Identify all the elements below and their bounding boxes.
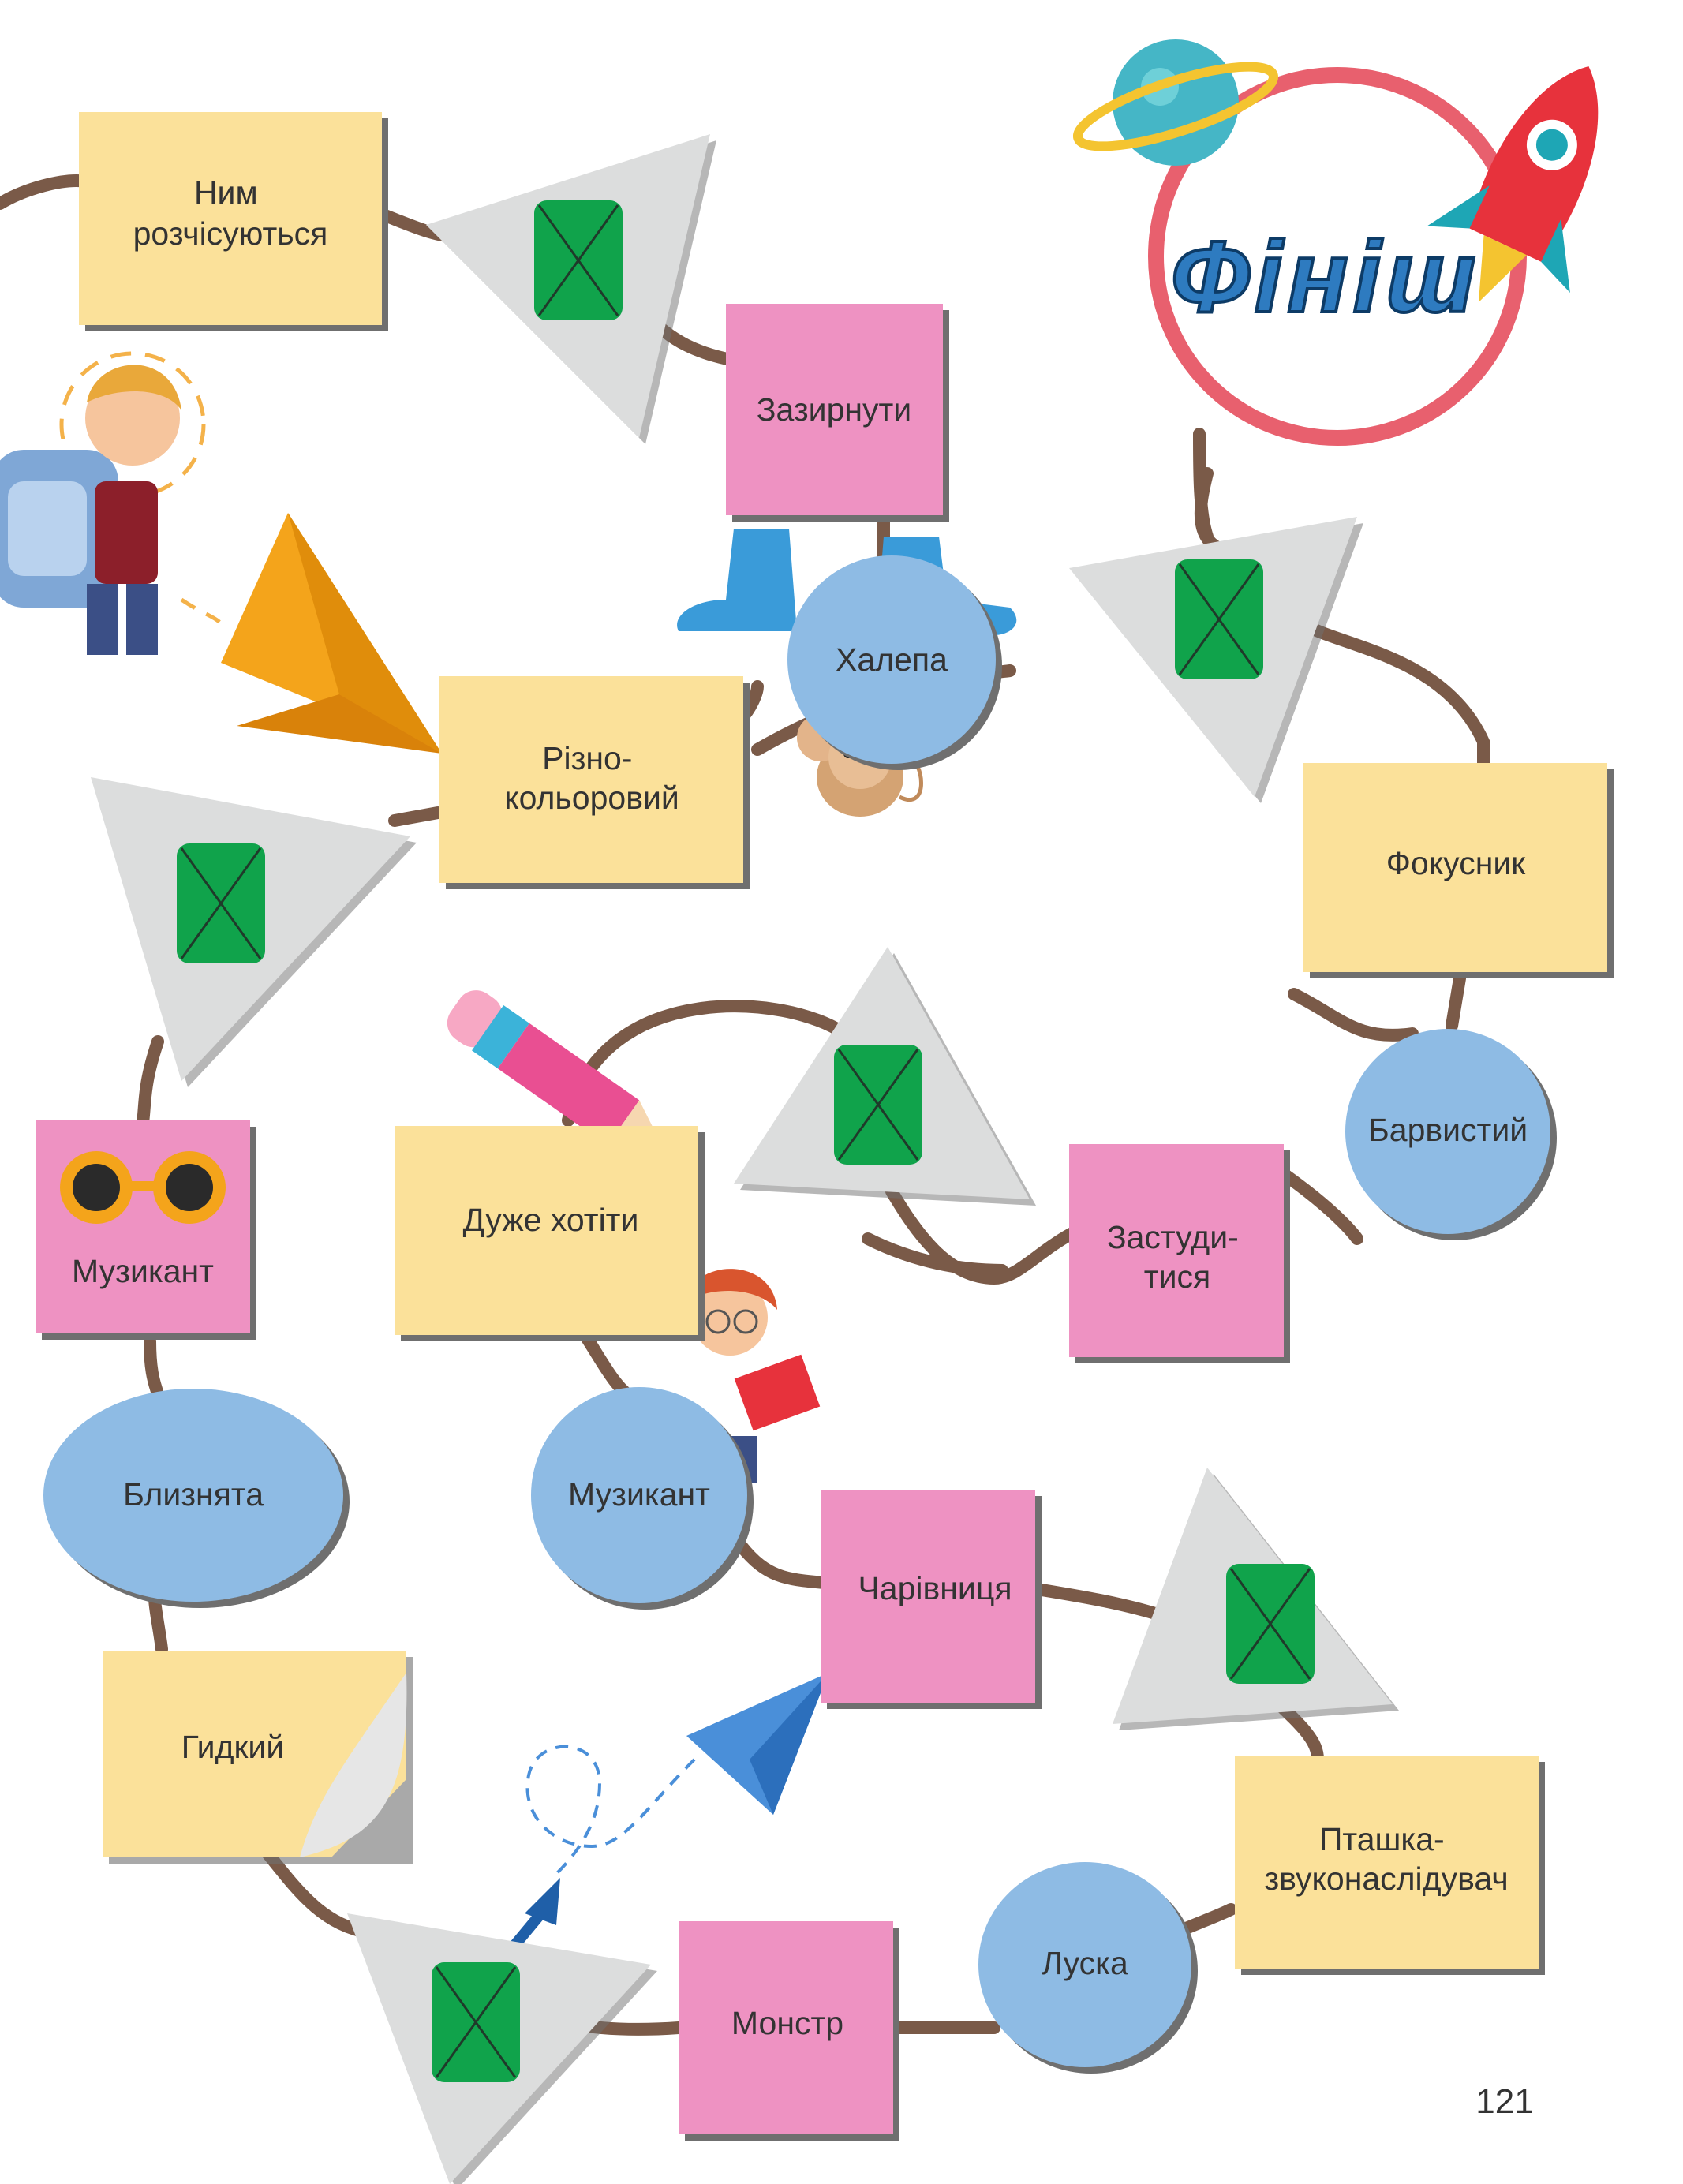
square-label-7: Музикант (72, 1253, 214, 1289)
square-label-2: Зазирнути (757, 391, 911, 428)
triangle-cell-2 (1069, 517, 1363, 803)
boy-with-backpack-icon (0, 351, 223, 655)
finish-badge: Фініш (1072, 39, 1599, 446)
square-cell-11: Монстр (679, 1921, 899, 2141)
circle-label-3: Близнята (123, 1476, 264, 1513)
square-cell-9: Гидкий (103, 1651, 413, 1864)
square-cell-3: Різно- кольоровий (439, 676, 750, 889)
blue-paper-plane-icon (525, 1673, 828, 1879)
circle-label-1: Халепа (836, 641, 948, 678)
square-label-4: Фокусник (1386, 845, 1526, 881)
square-label-10: Пташка- звуконаслідувач (1264, 1821, 1508, 1897)
square-label-11: Монстр (731, 2005, 843, 2041)
square-cell-8: Чарівниця (821, 1490, 1042, 1709)
circle-label-4: Музикант (568, 1476, 710, 1513)
rocket-icon (1427, 66, 1599, 303)
square-cell-7: Музикант (36, 1120, 256, 1340)
finish-label: Фініш (1171, 221, 1480, 334)
square-cell-10: Пташка- звуконаслідувач (1235, 1756, 1545, 1975)
square-label-8: Чарівниця (858, 1570, 1012, 1606)
circle-label-5: Луска (1042, 1945, 1128, 1981)
circle-label-2: Барвистий (1368, 1112, 1528, 1148)
circle-cell-5: Луска (978, 1862, 1198, 2074)
square-cell-4: Фокусник (1303, 763, 1614, 978)
sunglasses-icon (60, 1151, 226, 1224)
triangle-cell-5 (1113, 1468, 1399, 1730)
planet-icon (1072, 39, 1279, 166)
circle-cell-1: Халепа (787, 555, 1002, 770)
square-cell-2: Зазирнути (726, 304, 949, 522)
triangle-cell-6 (347, 1913, 657, 2184)
boy-reading-icon (686, 1269, 821, 1483)
circle-cell-2: Барвистий (1345, 1029, 1557, 1240)
triangle-cell-4 (734, 947, 1036, 1206)
triangle-cell-3 (91, 777, 417, 1087)
circle-cell-4: Музикант (531, 1387, 754, 1610)
square-label-9: Гидкий (181, 1729, 284, 1765)
square-cell-6: Застуди- тися (1069, 1144, 1290, 1363)
square-label-6: Застуди- тися (1107, 1219, 1247, 1295)
square-label-3: Різно- кольоровий (504, 740, 679, 816)
page-number: 121 (1475, 2082, 1533, 2121)
paper-plane-icon (221, 513, 442, 754)
triangle-cell-1 (426, 134, 716, 444)
square-label-5: Дуже хотіти (463, 1202, 639, 1238)
square-label-1: Ним розчісуються (133, 174, 328, 252)
square-cell-1: Ним розчісуються (79, 112, 388, 331)
circle-cell-3: Близнята (43, 1389, 350, 1608)
square-cell-5: Дуже хотіти (395, 1126, 705, 1341)
